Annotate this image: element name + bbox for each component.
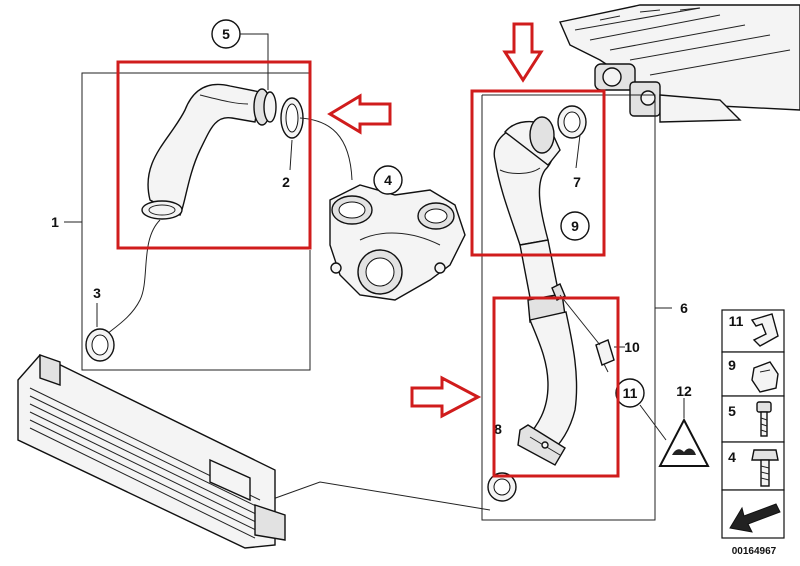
o-ring-3 (85, 303, 115, 362)
o-ring-2 (280, 97, 304, 171)
label-4: 4 (384, 172, 392, 188)
legend-label-11: 11 (729, 313, 744, 329)
intercooler (17, 354, 286, 549)
pointer-arrow-icon (729, 503, 781, 533)
diagram-number: 00164967 (732, 546, 777, 557)
legend-label-9: 9 (728, 357, 736, 373)
assembly-frame-6 (481, 94, 672, 521)
label-9: 9 (571, 218, 579, 234)
bolt-icon (756, 401, 772, 437)
charge-air-hose-5 (141, 83, 277, 220)
label-8: 8 (494, 421, 502, 437)
assembly-frame-1 (64, 72, 311, 371)
highlight-box-hose-5 (116, 60, 312, 250)
parts-legend (721, 309, 785, 539)
label-3: 3 (93, 285, 101, 301)
charge-air-pipe-8 (517, 311, 578, 466)
legend-label-5: 5 (728, 403, 736, 419)
label-11: 11 (623, 385, 638, 401)
highlight-box-pipe-9 (470, 89, 606, 257)
clip-nut-icon (751, 361, 779, 393)
turbocharger-4 (329, 184, 466, 301)
label-6: 6 (680, 300, 688, 316)
label-5: 5 (222, 26, 230, 42)
highlight-box-pipe-8 (492, 296, 620, 478)
red-outline-arrow-icon (502, 22, 544, 83)
o-ring-7 (557, 105, 587, 169)
callout-11 (615, 378, 645, 408)
red-outline-arrow-icon (410, 375, 482, 419)
temperature-sensor-10 (551, 283, 625, 373)
warning-triangle-icon (658, 398, 710, 467)
clip-icon (750, 313, 779, 347)
engine-block (559, 4, 800, 123)
callout-4 (373, 165, 403, 195)
label-10: 10 (624, 339, 640, 355)
callout-5 (211, 19, 269, 90)
hex-bolt-icon (751, 449, 779, 487)
label-2: 2 (282, 174, 290, 190)
red-outline-arrow-icon (327, 93, 392, 135)
o-ring-8 (487, 472, 517, 502)
label-7: 7 (573, 174, 581, 190)
charge-air-pipe-9 (493, 116, 566, 323)
label-12: 12 (676, 383, 692, 399)
legend-label-4: 4 (728, 449, 736, 465)
label-1: 1 (51, 214, 59, 230)
callout-9 (560, 211, 590, 241)
